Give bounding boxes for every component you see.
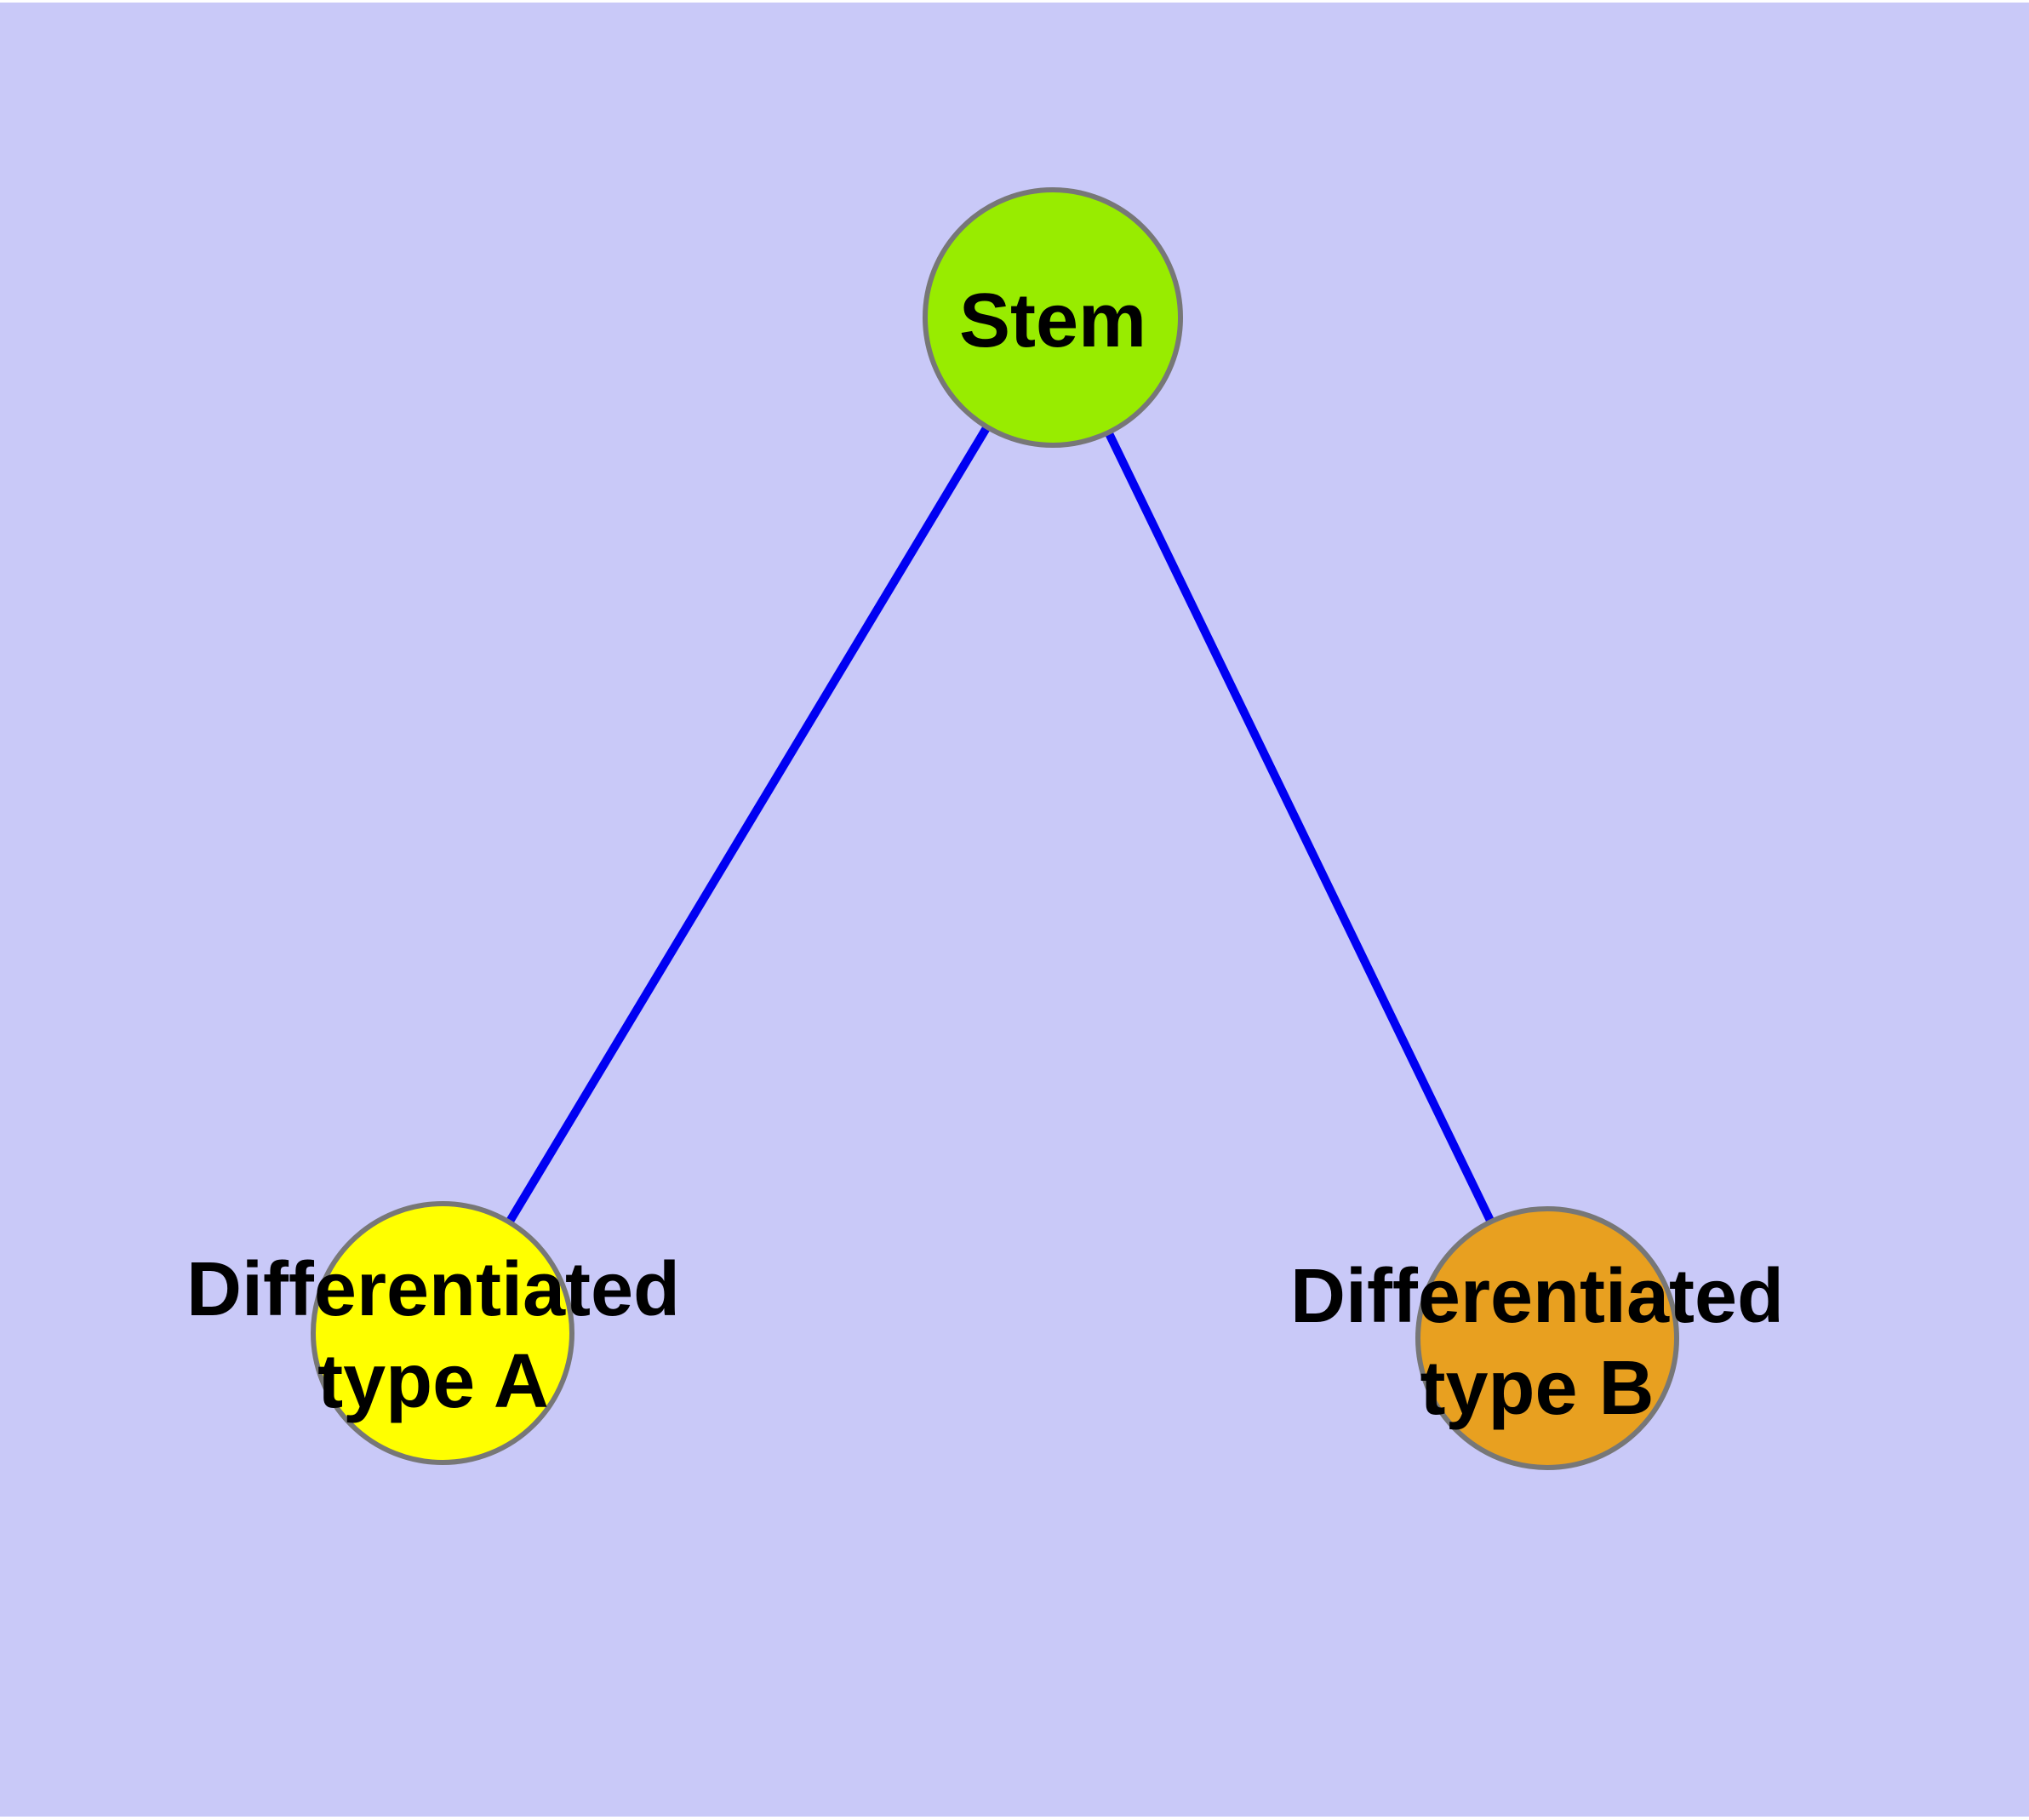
node-differentiated-type-b[interactable]: [1415, 1206, 1679, 1470]
node-stem-label: Stem: [959, 278, 1146, 363]
node-differentiated-type-a-label-line1: Differentiated: [186, 1247, 680, 1332]
node-differentiated-type-b-label-line1: Differentiated: [1290, 1254, 1784, 1339]
node-stem[interactable]: [923, 187, 1183, 448]
node-differentiated-type-a-label-line2: type A: [317, 1339, 549, 1424]
edge-stem-to-differentiated-type-b[interactable]: [1049, 315, 1552, 1341]
node-differentiated-type-a[interactable]: [311, 1201, 574, 1465]
edge-stem-to-differentiated-type-a[interactable]: [438, 315, 1057, 1336]
node-differentiated-type-b-label-line2: type B: [1420, 1346, 1654, 1431]
